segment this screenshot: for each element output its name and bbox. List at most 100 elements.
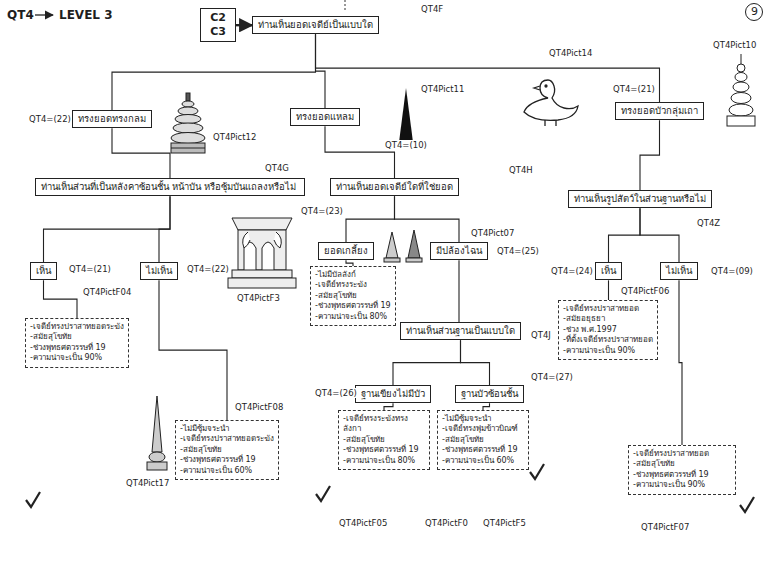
code-label: QT4H (508, 165, 534, 175)
code-label: QT4Pict10 (712, 40, 757, 50)
node-text: -เจดีย์ทรงระฆังทรงลังกา (343, 414, 425, 435)
node-text: -เจดีย์ทรงปราสาทยอด (633, 449, 731, 459)
node-text: ท่านเห็นยอดเจดีย์ใดที่ใช่ยอด (336, 181, 453, 193)
code-label: QT4PictF07 (640, 522, 690, 532)
code-label: QT4=(23) (300, 206, 344, 216)
hamsa-picture (524, 80, 578, 126)
node-text: -ความน่าจะเป็น 80% (315, 312, 391, 322)
code-label: QT4PictF0 (424, 518, 469, 528)
question-box: ฐานเขียงไม่มีบัว (355, 385, 431, 403)
node-text: -ไม่มีบัลลังก์ (315, 270, 391, 280)
code-label: LEVEL 3 (58, 8, 114, 22)
question-box: ทรงยอดบัวกลุ่มเถา (615, 102, 704, 120)
connector-line (395, 196, 460, 242)
node-text: -เจดีย์ทรงระฆัง (315, 280, 391, 290)
question-box: ท่านเห็นส่วนฐานเป็นแบบใด (400, 322, 521, 340)
connector-line (44, 280, 78, 318)
question-box: ไม่เห็น (140, 262, 178, 280)
code-label: QT4=(27) (530, 372, 574, 382)
node-text: -ความน่าจะเป็น 90% (30, 353, 124, 363)
note-box: -เจดีย์ทรงระฆังทรงลังกา-สมัยสุโขทัย-ช่วง… (338, 410, 430, 470)
note-box: -ไม่มีซุ้มจระนำ-เจดีย์ทรงพุ่มข้าวบิณฑ์-ส… (437, 410, 529, 470)
node-text: ท่านเห็นยอดเจดีย์เป็นแบบใด (258, 19, 373, 31)
node-text: ท่านเห็นรูปสัตว์ในส่วนฐานหรือไม่ (574, 193, 706, 205)
node-text: ทรงยอดแหลม (296, 111, 354, 123)
code-label: QT4PictF08 (234, 402, 284, 412)
node-text: -ช่วง พ.ศ.1997 (563, 325, 653, 335)
note-box: -ไม่มีซุ้มจระนำ-เจดีย์ทรงปราสาทยอดระฆัง -… (175, 420, 279, 480)
node-text: เห็น (601, 265, 616, 277)
lotus-stupa-picture (727, 54, 755, 126)
code-label: QT4=(22) (186, 264, 230, 274)
top-dashed-line (345, 0, 346, 12)
connector-line (316, 34, 326, 108)
question-box: ทรงยอดทรงกลม (72, 110, 152, 128)
node-text: -ช่วงพุทธศตวรรษที่ 19 (343, 445, 425, 455)
code-label: QT4F (420, 4, 444, 14)
pavilion-base-picture (228, 218, 296, 288)
thin-spire-picture (147, 396, 167, 470)
note-box: -เจดีย์ทรงปราสาทยอด-สมัยสุโขทัย-ช่วงพุทธ… (628, 445, 736, 495)
connector-line (609, 208, 641, 262)
connector-line (112, 128, 170, 178)
connector-line (608, 280, 609, 300)
code-label: 9 (750, 5, 759, 18)
question-box: ท่านเห็นยอดเจดีย์ใดที่ใช่ยอด (330, 178, 459, 196)
code-box: C2 C3 (200, 8, 236, 42)
page-circle (746, 4, 763, 21)
code-label: QT4Pict17 (125, 478, 170, 488)
code-label: QT4PictF5 (482, 518, 527, 528)
node-text: -เจดีย์ทรงปราสาทยอดระฆัง (180, 434, 274, 444)
small-spire-pictures (384, 230, 422, 262)
question-box: ท่านเห็นรูปสัตว์ในส่วนฐานหรือไม่ (568, 190, 712, 208)
node-text: -สมัยสุโขทัย (30, 332, 124, 342)
question-box: ท่านเห็นส่วนที่เป็นหลังคาซ้อนชั้น หน้าบั… (35, 178, 305, 196)
code-label: QT4=(26) (314, 388, 358, 398)
node-text: ฐานเขียงไม่มีบัว (361, 388, 425, 400)
node-text: -ความน่าจะเป็น 80% (343, 456, 425, 466)
connector-line (384, 403, 393, 410)
code-label: QT4=(25) (496, 246, 540, 256)
note-box: -เจดีย์ทรงปราสาทยอด-สมัยอยุธยา-ช่วง พ.ศ.… (558, 300, 658, 360)
node-text: เห็น (36, 265, 51, 277)
node-text: ทรงยอดทรงกลม (78, 113, 146, 125)
node-text: -ช่วงพุทธศตวรรษที่ 19 (30, 343, 124, 353)
code-label: QT4J (530, 330, 552, 340)
node-text: -เจดีย์ทรงปราสาทยอด (563, 304, 653, 314)
level-arrow (33, 14, 53, 15)
node-text: -ความน่าจะเป็น 60% (442, 456, 524, 466)
check-marks (26, 464, 754, 512)
connector-line (483, 403, 490, 410)
connector-line (159, 196, 170, 262)
note-box: -ไม่มีบัลลังก์-เจดีย์ทรงระฆัง-สมัยสุโขทั… (310, 266, 396, 326)
node-text: ท่านเห็นส่วนที่เป็นหลังคาซ้อนชั้น หน้าบั… (41, 181, 299, 193)
connector-line (640, 208, 679, 262)
question-box: ไม่เห็น (660, 262, 698, 280)
code-label: QT4=(24) (550, 266, 594, 276)
node-text: ไม่เห็น (666, 265, 692, 277)
node-text: -ช่วงพุทธศตวรรษที่ 19 (633, 470, 731, 480)
node-text: -สมัยสุโขทัย (343, 435, 425, 445)
connector-line (44, 196, 171, 262)
connector-line (325, 126, 395, 178)
code-label: QT4PictF3 (236, 293, 281, 303)
code-label: QT4PictF05 (338, 518, 388, 528)
code-label: QT4Pict12 (212, 132, 257, 142)
node-text: -สมัยสุโขทัย (442, 435, 524, 445)
question-box: เห็น (595, 262, 622, 280)
connector-line (679, 280, 682, 445)
node-text: -ความน่าจะเป็น 60% (180, 466, 274, 476)
code-label: QT4Pict11 (420, 84, 465, 94)
node-text: -ช่วงพุทธศตวรรษที่ 19 (442, 445, 524, 455)
node-text: -เจดีย์ทรงพุ่มข้าวบิณฑ์ (442, 424, 524, 434)
node-text: -สมัยอยุธยา (563, 314, 653, 324)
node-text: -ไม่มีซุ้มจระนำ (442, 414, 524, 424)
node-text: -เจดีย์ทรงปราสาทยอดระฆัง (30, 322, 124, 332)
node-text: ท่านเห็นส่วนฐานเป็นแบบใด (406, 325, 515, 337)
node-text: -ความน่าจะเป็น 90% (633, 480, 731, 490)
node-text: -ไม่มีซุ้มจระนำ (180, 424, 274, 434)
node-text: -ช่วงพุทธศตวรรษที่ 19 (180, 455, 274, 465)
connector-line (316, 34, 660, 102)
